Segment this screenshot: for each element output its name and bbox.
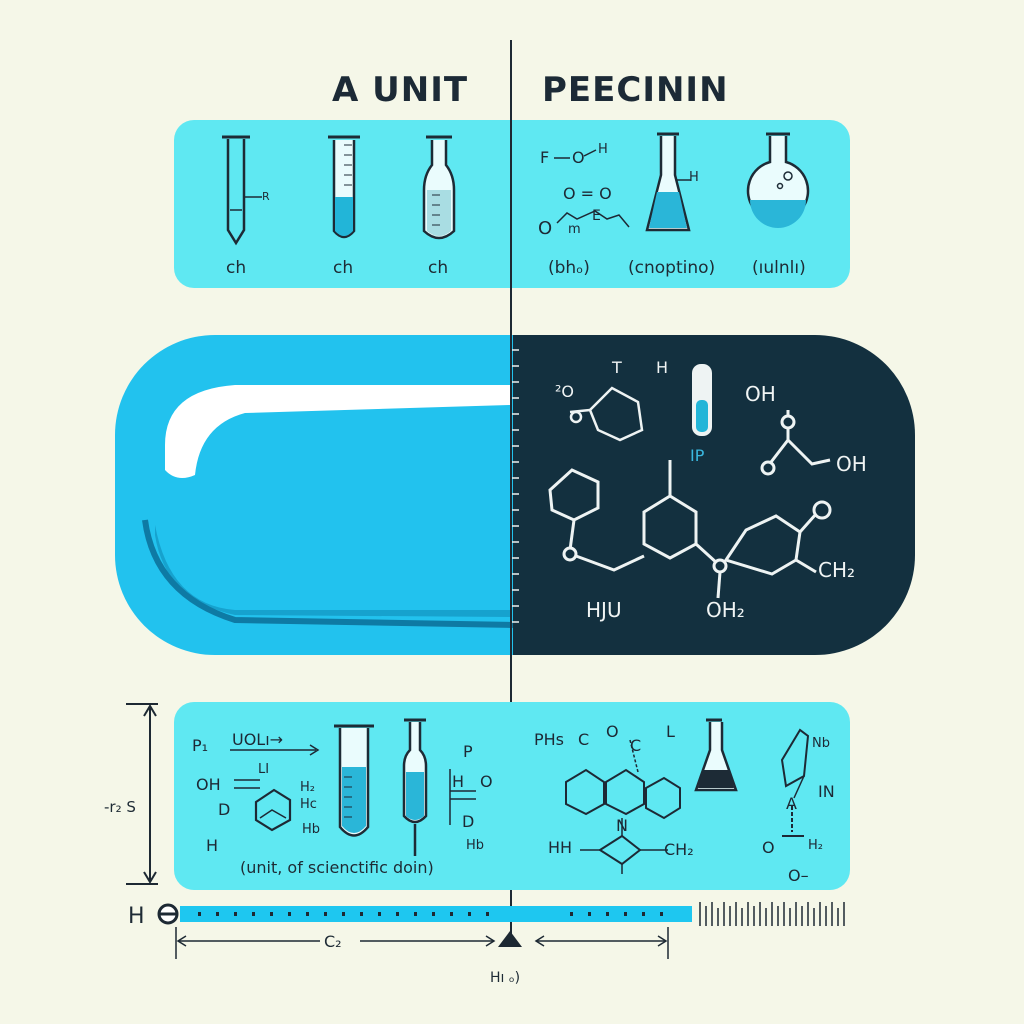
side-scale-label: -r₂ S [104,798,136,816]
formula-bit-o-equals-o: O = O [563,184,612,203]
bottom-right-c1: C [578,730,590,749]
ruler-bar [157,902,845,926]
bottom-bit-arrow: UOLı→ [232,730,284,749]
formula-bit-h2: H [689,170,699,185]
formula-bit-f: F [540,148,550,167]
heading-left: A UNIT [332,70,469,110]
bottom-mid-o: O [480,772,493,791]
capsule-label-hju: HJU [586,598,622,622]
capsule-label-oh-top: OH [745,382,776,406]
bottom-bit-d: D [218,800,231,819]
capsule-label-oh-right: OH [836,452,867,476]
formula-bit-e: E [592,208,601,224]
ruler-left-mark: H [128,904,145,929]
formula-label-2: (cnoptino) [628,258,716,278]
bottom-right-phs: PHs [534,730,565,749]
bottom-syringe-icon [402,718,428,856]
bottom-right-o-minus: O– [788,866,809,885]
capsule-pill [115,335,915,655]
test-tube-3-icon [422,135,456,240]
tube-label-2: ch [333,258,354,278]
bottom-bit-hb: Hb [302,822,321,837]
bottom-bit-li: LI [258,762,270,777]
bottom-bit-hc: Hc [300,797,317,812]
bottom-caption: (unit, of scienctific doin) [240,858,434,877]
bottom-bit-h2: H₂ [300,780,315,795]
divider-ticks [512,349,519,623]
bottom-right-ch2: CH₂ [664,840,694,859]
center-divider [510,40,512,935]
capsule-label-h: H [656,358,669,377]
round-flask-icon [746,132,810,228]
conical-flask-icon [645,132,691,232]
heading-right: PEECININ [542,70,729,110]
bottom-right-nb: Nb [812,736,830,751]
bottom-test-tube-1-icon [334,724,374,837]
side-scale-icon [126,703,158,885]
capsule-label-t: T [612,358,622,377]
bottom-panel [174,702,850,890]
tube-label-3: ch [428,258,449,278]
dimension-label: C₂ [324,932,342,951]
formula-bit-m: m [568,222,581,237]
bottom-mid-hb: Hb [466,838,485,853]
capsule-label-ip: IP [690,446,705,465]
dimension-arrows [175,927,669,959]
bottom-right-in: IN [818,782,835,801]
formula-bonds-icon [554,149,597,159]
formula-chain-icon [556,210,630,228]
bottom-arrow-icon [230,744,320,756]
capsule-label-ch2: CH₂ [818,558,856,582]
test-tube-2-icon [328,135,360,239]
bottom-right-l: L [666,722,675,741]
bottom-mid-d: D [462,812,475,831]
formula-label-1: (bhₒ) [548,258,590,278]
top-panel [174,120,850,288]
formula-label-3: (ıulnlı) [752,258,806,278]
bottom-mid-h: H [452,772,465,791]
bottom-right-h2: H₂ [808,838,823,853]
formula-bit-o2: O [538,218,553,239]
bottom-right-o: O [606,722,619,741]
bottom-axis-label: Hı ₒ) [490,970,521,986]
bottom-bit-p1: P₁ [192,736,209,755]
bottom-bit-h: H [206,836,219,855]
capsule-label-oh2: OH₂ [706,598,745,622]
formula-bit-h: H [598,142,608,157]
bottom-mid-bonds-icon [449,769,476,825]
molecule-structure-icon [548,364,832,599]
bottom-right-o2: O [762,838,775,857]
bottom-right-a: A [786,794,797,813]
bottom-mid-p: P [463,742,473,761]
formula-bit-o: O [572,148,585,167]
bottom-right-c2: C [630,736,642,755]
bottom-bit-oh: OH [196,775,221,794]
test-tube-1-icon [222,135,262,246]
bottom-right-molecule-icon [565,718,810,874]
tube-side-mark: R [262,190,270,203]
bottom-left-ring-icon [234,779,292,832]
bottom-right-hh: HH [548,838,573,857]
tube-label-1: ch [226,258,247,278]
capsule-label-o: ²O [555,382,575,401]
